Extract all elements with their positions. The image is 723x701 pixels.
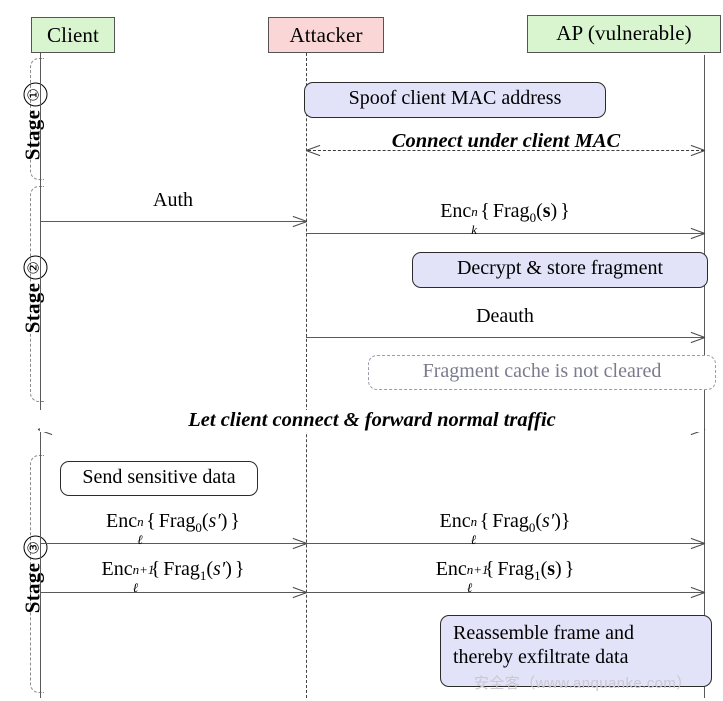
stage-1-number: ① [23, 82, 48, 107]
message-line [306, 592, 704, 593]
note-send-sensitive-data: Send sensitive data [60, 461, 258, 496]
message-line [308, 150, 704, 151]
stage-1-brace [30, 58, 44, 180]
message-auth-label: Auth [153, 189, 193, 211]
arrowhead-right [690, 328, 706, 346]
note-spoof-client-mac: Spoof client MAC address [304, 82, 606, 118]
note-spoof-text: Spoof client MAC address [348, 87, 562, 109]
arrowhead-right [690, 224, 706, 242]
arrowhead-right [690, 583, 706, 601]
message-line [40, 221, 306, 222]
note-reassemble-line1: Reassemble frame and [453, 622, 635, 644]
message-deauth-label: Deauth [476, 305, 534, 327]
note-reassemble-exfiltrate: Reassemble frame and thereby exfiltrate … [440, 615, 712, 687]
lifeline-attacker [306, 53, 307, 698]
actor-client-label: Client [47, 23, 99, 47]
note-cache-text: Fragment cache is not cleared [422, 360, 662, 382]
message-let-client-connect-label: Let client connect & forward normal traf… [40, 409, 704, 432]
note-fragment-cache-not-cleared: Fragment cache is not cleared [368, 355, 716, 390]
stage-2-label: Stage② [21, 235, 48, 355]
watermark: 安全客（www.anquanke.com） [474, 672, 692, 693]
stage-2-brace [30, 186, 44, 402]
stage-1-label: Stage① [21, 62, 48, 182]
note-send-text: Send sensitive data [82, 466, 236, 488]
note-decrypt-store-fragment: Decrypt & store fragment [412, 252, 708, 288]
message-line [306, 337, 704, 338]
message-line [40, 592, 306, 593]
actor-client[interactable]: Client [31, 17, 115, 53]
stage-3-brace [30, 455, 44, 693]
actor-attacker-label: Attacker [289, 23, 363, 47]
lifeline-client [40, 53, 41, 698]
stage-3-number: ③ [23, 535, 48, 560]
actor-ap[interactable]: AP (vulnerable) [527, 15, 721, 53]
note-reassemble-line2: thereby exfiltrate data [453, 645, 629, 668]
stage-2-number: ② [23, 255, 48, 280]
message-connect-under-client-mac-label: Connect under client MAC [391, 130, 621, 152]
message-line [306, 233, 704, 234]
arrowhead-right [690, 534, 706, 552]
actor-ap-label: AP (vulnerable) [556, 21, 692, 45]
watermark-text: 安全客（www.anquanke.com） [474, 675, 692, 692]
message-line [306, 543, 704, 544]
actor-attacker[interactable]: Attacker [268, 17, 384, 53]
message-line [40, 543, 306, 544]
note-decrypt-text: Decrypt & store fragment [456, 257, 664, 279]
